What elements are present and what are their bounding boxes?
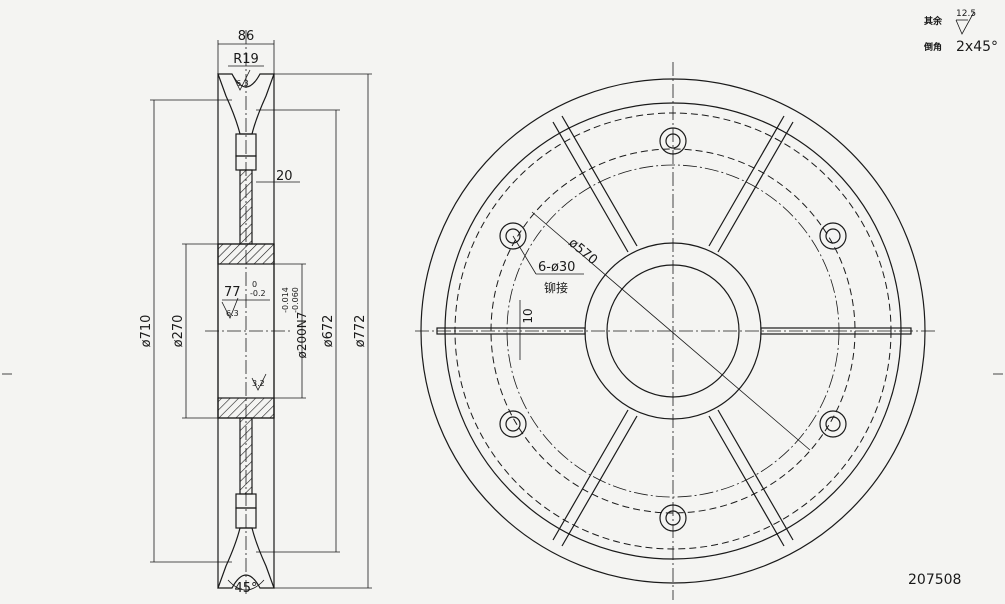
roughness-note-value: 12.5 [956,9,976,19]
bore-roughness-symbol [221,297,239,319]
roughness-note-label: 其余 [924,15,943,27]
roughness-note-symbol [955,11,975,35]
dim-top-radius: R19 [233,52,259,67]
dim-diameter-672: ø672 [321,315,336,348]
holes-leader [512,235,537,275]
outer-rim-circle [420,78,926,584]
dim-bore: ø200N7 [295,312,309,359]
groove-roughness-value: 6.3 [236,79,249,88]
dim-groove-angle: 45° [234,581,257,596]
dim-hub-tol-upper: 0 [252,280,257,289]
pitch-circle [506,164,840,498]
rivet-note: 铆接 [544,280,568,295]
groove-roughness-symbol [231,69,251,91]
hub-section-top [217,243,275,265]
rim-hidden-circle-2 [490,148,856,514]
chamfer-note-label: 倒角 [923,41,942,53]
hub-roughness-value: 3.2 [252,379,265,388]
dim-diameter-270: ø270 [171,315,186,348]
drawing-number: 207508 [908,572,961,588]
front-view: ø570 6-ø30 铆接 10 [415,62,935,600]
dim-holes: 6-ø30 [538,260,575,275]
web-plate-top [239,169,253,245]
general-notes: 其余 12.5 倒角 2x45° [923,9,998,55]
rim-inner-circle [444,102,902,560]
rim-bottom-profile [217,527,275,589]
section-view: 86 R19 6.3 20 77 0 -0.2 6.3 3.2 ø710 ø27… [139,29,372,596]
pcd-leader [531,211,811,451]
spokes [436,115,912,547]
dim-diameter-710: ø710 [139,315,154,348]
groove-angle-arc [227,579,265,591]
bore-roughness-value: 6.3 [226,309,239,318]
dim-hub-length: 77 [224,285,241,300]
dim-hub-tol-lower: -0.2 [250,289,266,298]
dim-rib-thickness: 10 [521,308,535,323]
bore-circle [606,264,740,398]
dim-bore-tol-lower: -0.060 [291,287,300,313]
rim-top-profile [217,73,275,135]
dim-top-width: 86 [238,29,255,44]
dim-web-thickness: 20 [276,169,293,184]
web-plate-bottom [239,417,253,495]
dim-diameter-772: ø772 [353,315,368,348]
hub-section-bottom [217,397,275,419]
rivet-holes [499,127,847,532]
rim-hidden-circle [454,112,892,550]
hub-roughness-symbol [251,373,267,391]
chamfer-note-value: 2x45° [956,39,998,55]
dim-bore-tol-upper: -0.014 [281,287,290,313]
